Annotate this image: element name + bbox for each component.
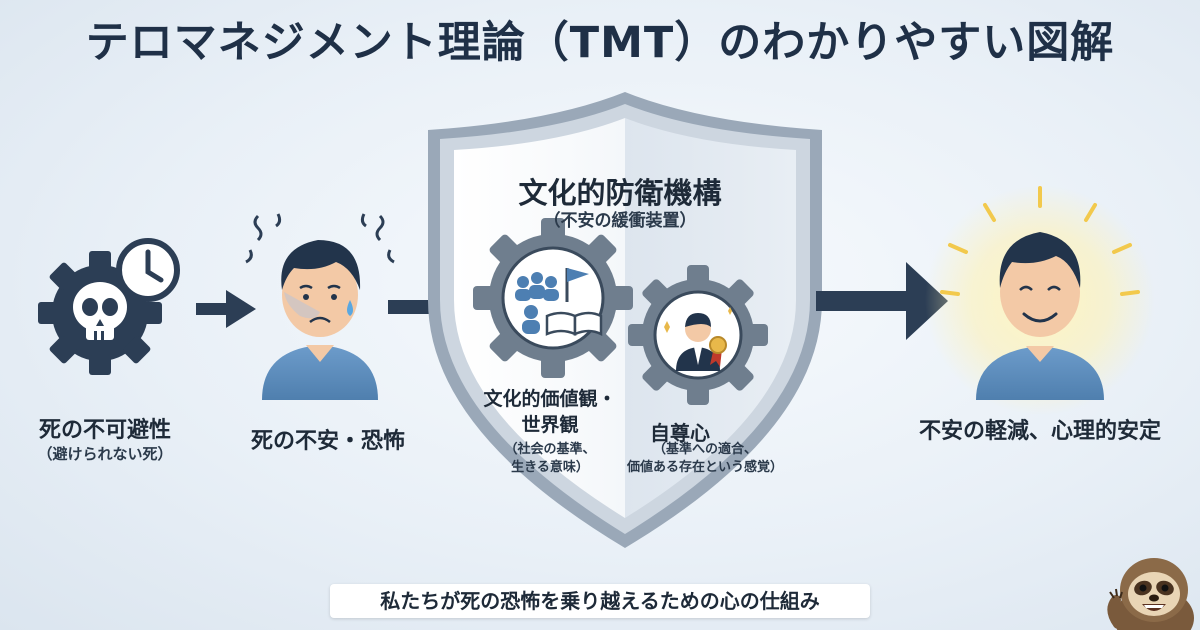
self-esteem-sublabel-line1: （基準への適合、	[652, 442, 757, 457]
sloth-mascot-icon	[1107, 558, 1194, 630]
anxious-person-icon	[245, 213, 395, 400]
worldview-sublabel-line1: （社会の基準、	[504, 442, 596, 457]
worldview-label-line1: 文化的価値観・	[483, 388, 617, 410]
worldview-label: 文化的価値観・ 世界観	[470, 386, 630, 438]
death-inevitability-label: 死の不可避性	[38, 418, 171, 443]
page-title: テロマネジメント理論（TMT）のわかりやすい図解	[85, 18, 1115, 68]
worldview-sublabel-line2: 生きる意味）	[511, 460, 589, 475]
anxiety-relief-label: 不安の軽減、心理的安定	[918, 419, 1161, 444]
worldview-sublabel: （社会の基準、 生きる意味）	[480, 441, 620, 477]
self-esteem-sublabel: （基準への適合、 価値ある存在という感覚）	[610, 441, 800, 477]
worldview-gear-icon	[473, 218, 633, 378]
shield-icon	[428, 92, 822, 548]
caption: 私たちが死の恐怖を乗り越えるための心の仕組み	[330, 584, 870, 618]
shield-subtitle: （不安の緩衝装置）	[543, 211, 697, 231]
arrow-death-to-anxiety	[196, 290, 256, 328]
self-esteem-sublabel-line2: 価値ある存在という感覚）	[626, 460, 783, 475]
shield-title: 文化的防衛機構	[518, 176, 722, 210]
self-esteem-label: 自尊心	[650, 421, 710, 445]
worldview-label-line2: 世界観	[521, 414, 579, 436]
clock-icon	[116, 238, 180, 302]
self-esteem-gear-icon	[628, 265, 768, 405]
death-inevitability-sublabel: （避けられない死）	[37, 445, 173, 463]
calm-person-icon	[925, 185, 1155, 415]
death-anxiety-label: 死の不安・恐怖	[250, 429, 405, 454]
arrow-anxiety-to-shield	[388, 300, 434, 314]
